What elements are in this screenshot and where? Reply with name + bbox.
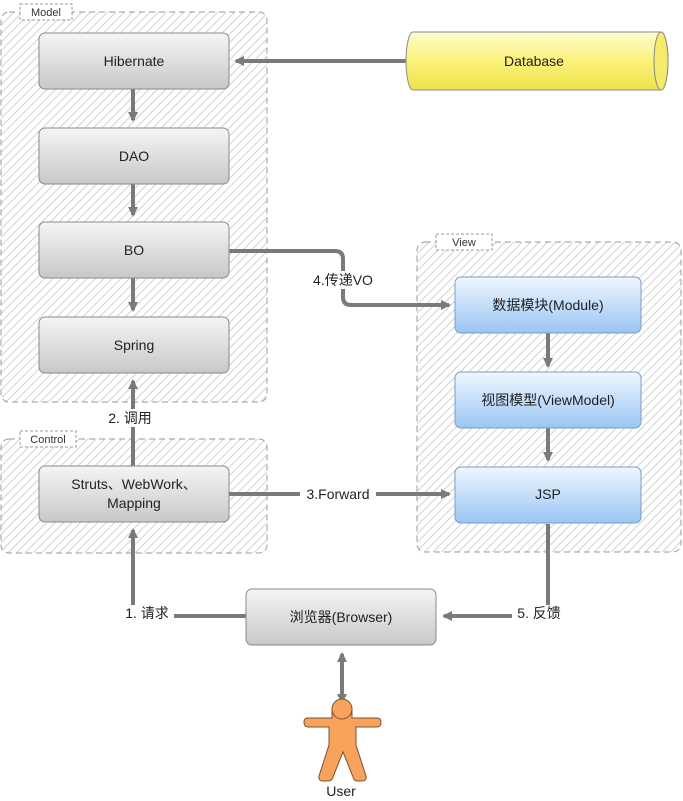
request-label: 1. 请求: [125, 605, 169, 621]
struts-label-line1: Struts、WebWork、: [71, 476, 197, 492]
user-icon: [303, 698, 382, 782]
module-node: 数据模块(Module): [454, 276, 642, 334]
user-label: User: [326, 783, 356, 799]
struts-node: Struts、WebWork、 Mapping: [38, 465, 230, 523]
spring-node: Spring: [38, 316, 230, 374]
database-label: Database: [504, 53, 564, 69]
forward-label: 3.Forward: [306, 486, 369, 502]
module-label: 数据模块(Module): [492, 297, 603, 313]
bo-label: BO: [124, 242, 144, 258]
feedback-label: 5. 反馈: [517, 605, 561, 621]
dao-node: DAO: [38, 127, 230, 185]
viewmodel-label: 视图模型(ViewModel): [481, 392, 615, 408]
jsp-node: JSP: [454, 466, 642, 524]
viewmodel-node: 视图模型(ViewModel): [454, 371, 642, 429]
spring-label: Spring: [114, 337, 154, 353]
model-group-title: Model: [31, 7, 61, 19]
bo-node: BO: [38, 221, 230, 279]
jsp-label: JSP: [535, 486, 561, 502]
pass-vo-label: 4.传递VO: [313, 272, 373, 288]
browser-node: 浏览器(Browser): [245, 588, 437, 646]
view-group-title: View: [452, 237, 476, 249]
call-label: 2. 调用: [108, 410, 152, 426]
dao-label: DAO: [119, 148, 149, 164]
hibernate-label: Hibernate: [104, 53, 165, 69]
control-group-title: Control: [30, 434, 65, 446]
struts-label-line2: Mapping: [107, 495, 161, 511]
browser-label: 浏览器(Browser): [290, 609, 393, 625]
database-node: Database: [405, 31, 669, 91]
hibernate-node: Hibernate: [38, 32, 230, 90]
